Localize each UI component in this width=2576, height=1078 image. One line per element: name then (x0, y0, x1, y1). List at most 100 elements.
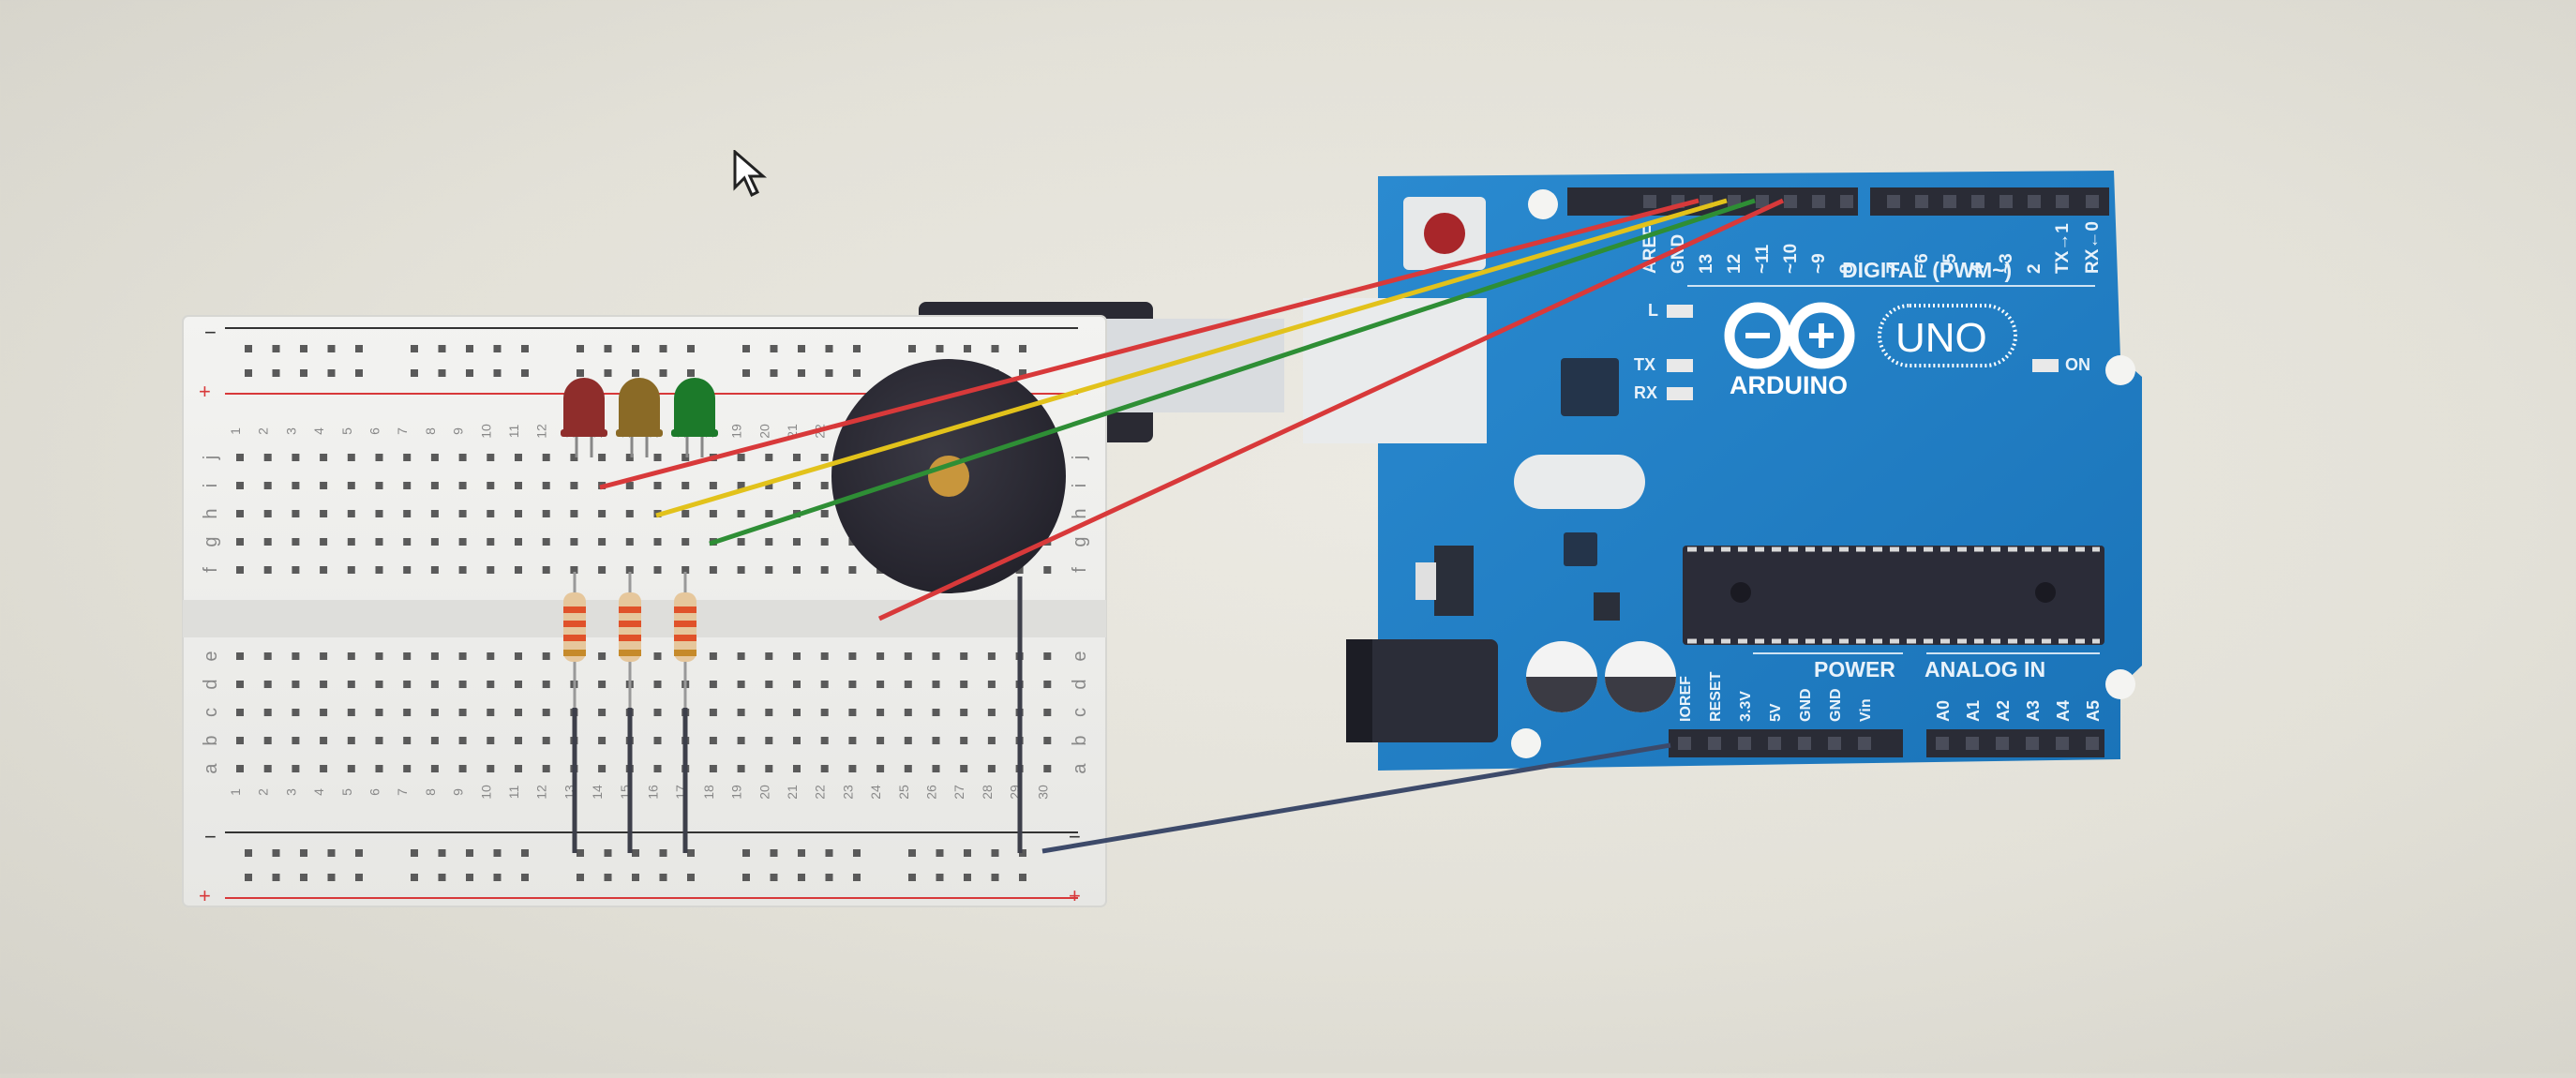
breadboard-hole[interactable] (487, 454, 495, 461)
rail-hole[interactable] (659, 849, 667, 857)
breadboard-hole[interactable] (320, 652, 328, 660)
breadboard-hole[interactable] (292, 538, 300, 546)
breadboard-hole[interactable] (487, 681, 495, 688)
breadboard-hole[interactable] (347, 566, 355, 574)
breadboard-hole[interactable] (765, 709, 773, 716)
rail-hole[interactable] (327, 849, 336, 857)
breadboard-hole[interactable] (765, 566, 773, 574)
breadboard-hole[interactable] (263, 566, 272, 574)
rail-hole[interactable] (355, 369, 363, 377)
rail-hole[interactable] (411, 345, 418, 352)
rail-hole[interactable] (272, 369, 280, 377)
breadboard-hole[interactable] (375, 538, 383, 546)
breadboard-hole[interactable] (542, 652, 550, 660)
rail-hole[interactable] (438, 345, 446, 352)
rail-hole[interactable] (742, 369, 750, 377)
breadboard-hole[interactable] (430, 538, 439, 546)
breadboard-hole[interactable] (487, 482, 495, 489)
breadboard-hole[interactable] (430, 510, 439, 517)
rail-hole[interactable] (853, 849, 861, 857)
rail-hole[interactable] (908, 874, 916, 881)
reset-button[interactable] (1403, 197, 1486, 270)
breadboard-hole[interactable] (292, 681, 300, 688)
breadboard-hole[interactable] (403, 652, 412, 660)
breadboard-hole[interactable] (570, 454, 578, 461)
breadboard-hole[interactable] (737, 510, 745, 517)
breadboard-hole[interactable] (1043, 652, 1052, 660)
breadboard-hole[interactable] (403, 482, 412, 489)
breadboard-hole[interactable] (598, 737, 607, 744)
breadboard-hole[interactable] (430, 765, 439, 772)
digital-pin-socket[interactable] (1971, 195, 1984, 208)
rail-hole[interactable] (521, 849, 529, 857)
red-wire-buzzer[interactable] (877, 198, 1785, 621)
breadboard-hole[interactable] (542, 566, 550, 574)
breadboard-hole[interactable] (292, 765, 300, 772)
digital-pin-socket[interactable] (1643, 195, 1656, 208)
power-pin-socket[interactable] (1858, 737, 1871, 750)
breadboard-hole[interactable] (542, 709, 550, 716)
digital-pin-socket[interactable] (2086, 195, 2099, 208)
rail-hole[interactable] (245, 345, 252, 352)
rail-hole[interactable] (411, 849, 418, 857)
rail-hole[interactable] (438, 874, 446, 881)
breadboard-hole[interactable] (904, 681, 912, 688)
rail-hole[interactable] (742, 849, 750, 857)
rail-hole[interactable] (521, 369, 529, 377)
rail-hole[interactable] (245, 369, 252, 377)
breadboard-hole[interactable] (236, 709, 244, 716)
digital-pin-socket[interactable] (1812, 195, 1825, 208)
breadboard-hole[interactable] (542, 681, 550, 688)
breadboard-hole[interactable] (403, 709, 412, 716)
breadboard-hole[interactable] (848, 652, 857, 660)
breadboard-hole[interactable] (904, 709, 912, 716)
breadboard-hole[interactable] (932, 709, 940, 716)
breadboard-hole[interactable] (542, 482, 550, 489)
breadboard-hole[interactable] (430, 681, 439, 688)
breadboard-hole[interactable] (625, 454, 634, 461)
gnd-wire[interactable] (1041, 742, 1671, 854)
digital-header[interactable] (1567, 187, 2109, 216)
rail-hole[interactable] (466, 874, 473, 881)
analog-pin-socket[interactable] (1966, 737, 1979, 750)
breadboard-hole[interactable] (653, 482, 662, 489)
breadboard-hole[interactable] (515, 454, 522, 461)
breadboard-hole[interactable] (765, 652, 773, 660)
breadboard-hole[interactable] (737, 538, 745, 546)
breadboard-hole[interactable] (515, 510, 522, 517)
breadboard-hole[interactable] (292, 652, 300, 660)
breadboard-hole[interactable] (737, 765, 745, 772)
breadboard-hole[interactable] (960, 765, 968, 772)
breadboard-hole[interactable] (263, 510, 272, 517)
breadboard-hole[interactable] (375, 454, 383, 461)
breadboard-hole[interactable] (292, 737, 300, 744)
breadboard-hole[interactable] (709, 681, 717, 688)
rail-hole[interactable] (245, 874, 252, 881)
analog-pin-socket[interactable] (1936, 737, 1949, 750)
breadboard-hole[interactable] (515, 765, 522, 772)
breadboard-hole[interactable] (904, 765, 912, 772)
breadboard-hole[interactable] (653, 709, 662, 716)
rail-hole[interactable] (327, 369, 336, 377)
rail-hole[interactable] (770, 849, 778, 857)
power-header[interactable] (1669, 729, 1903, 757)
green-wire[interactable] (709, 198, 1756, 546)
breadboard-hole[interactable] (820, 510, 829, 517)
breadboard-hole[interactable] (793, 709, 801, 716)
rail-hole[interactable] (936, 849, 944, 857)
leds[interactable] (561, 378, 718, 457)
breadboard-hole[interactable] (515, 538, 522, 546)
breadboard-hole[interactable] (347, 538, 355, 546)
breadboard-hole[interactable] (458, 566, 467, 574)
red-led[interactable] (561, 378, 607, 457)
breadboard-hole[interactable] (458, 482, 467, 489)
breadboard-hole[interactable] (960, 681, 968, 688)
rail-hole[interactable] (1019, 849, 1026, 857)
breadboard-hole[interactable] (1043, 566, 1052, 574)
rail-hole[interactable] (300, 874, 307, 881)
breadboard-hole[interactable] (765, 765, 773, 772)
digital-pin-socket[interactable] (1887, 195, 1900, 208)
breadboard-hole[interactable] (709, 765, 717, 772)
rail-hole[interactable] (272, 874, 280, 881)
breadboard-hole[interactable] (458, 510, 467, 517)
